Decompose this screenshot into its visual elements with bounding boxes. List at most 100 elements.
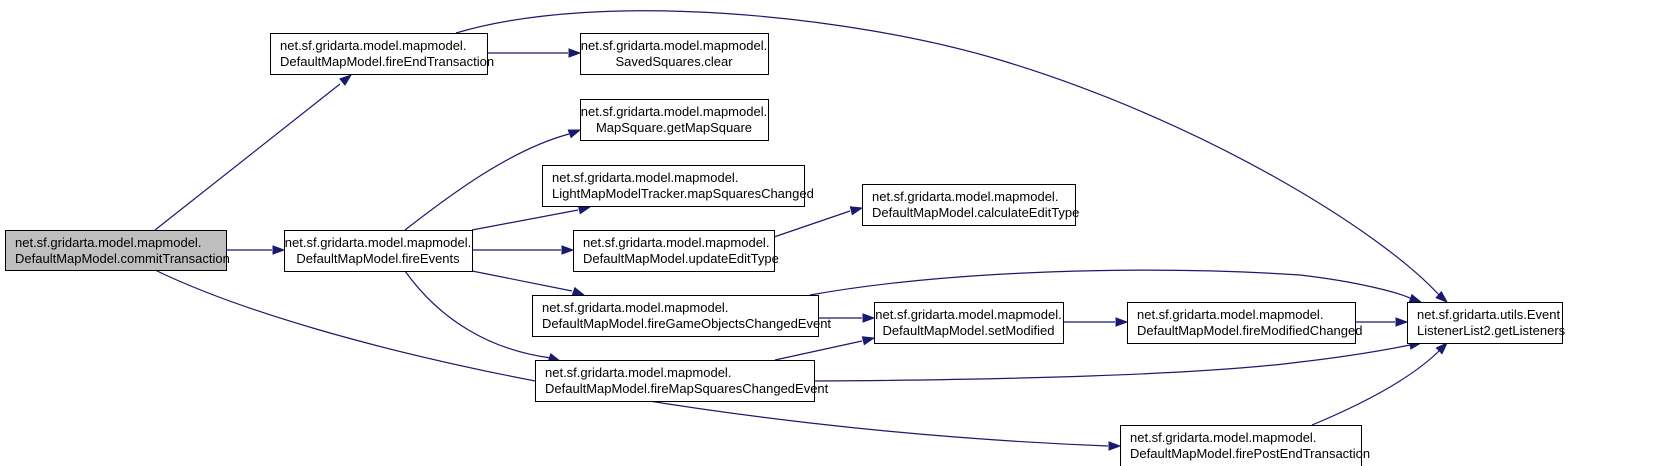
edge-line [471,270,573,292]
node-label-line2: DefaultMapModel.fireModifiedChanged [1137,323,1362,338]
node-mapSquaresChanged[interactable]: net.sf.gridarta.model.mapmodel.LightMapM… [542,165,814,207]
node-label-line2: DefaultMapModel.commitTransaction [15,251,230,266]
edge-line [813,344,1411,382]
edge-setModified-to-fireModifiedChanged [1063,317,1129,327]
node-box [580,99,769,141]
edge-commitTransaction-to-fireEndTransaction [154,74,353,231]
edge-line [404,270,552,359]
edge-fireModifiedChanged-to-getListeners [1355,317,1409,327]
edge-fireGameObjectsChangedEvent-to-getListeners [809,269,1423,303]
node-box [542,165,805,207]
node-label-line1: net.sf.gridarta.model.mapmodel. [545,365,731,380]
arrowhead-icon [849,206,864,216]
edge-fireMapSquaresChangedEvent-to-getListeners [813,340,1423,382]
edge-line [471,209,579,231]
node-getMapSquare[interactable]: net.sf.gridarta.model.mapmodel.MapSquare… [580,99,769,141]
node-box [5,230,227,271]
node-commitTransaction: net.sf.gridarta.model.mapmodel.DefaultMa… [5,230,230,271]
node-label-line1: net.sf.gridarta.model.mapmodel. [872,189,1058,204]
node-label-line1: net.sf.gridarta.model.mapmodel. [875,307,1061,322]
edge-fireEvents-to-mapSquaresChanged [471,205,592,231]
node-label-line1: net.sf.gridarta.model.mapmodel. [581,104,767,119]
arrowhead-icon [1395,317,1409,327]
node-box [874,302,1064,344]
arrowhead-icon [272,245,286,255]
arrowhead-icon [861,336,876,346]
node-fireEndTransaction[interactable]: net.sf.gridarta.model.mapmodel.DefaultMa… [270,33,495,75]
arrowhead-icon [567,129,582,139]
node-fireGameObjectsChangedEvent[interactable]: net.sf.gridarta.model.mapmodel.DefaultMa… [532,295,832,337]
node-box [532,295,819,337]
arrowhead-icon [1435,341,1449,355]
node-box [580,33,769,75]
arrowhead-icon [862,313,876,323]
node-label-line2: MapSquare.getMapSquare [596,120,752,135]
node-firePostEndTransaction[interactable]: net.sf.gridarta.model.mapmodel.DefaultMa… [1120,425,1371,466]
edge-line [1311,349,1441,426]
node-label-line2: LightMapModelTracker.mapSquaresChanged [552,186,814,201]
edge-fireEndTransaction-to-savedSquaresClear [487,48,582,58]
edge-fireEvents-to-fireGameObjectsChangedEvent [471,270,586,296]
node-box [284,230,473,272]
arrowhead-icon [561,245,575,255]
node-label-line2: DefaultMapModel.fireEndTransaction [280,54,494,69]
node-label-line1: net.sf.gridarta.model.mapmodel. [280,38,466,53]
node-savedSquaresClear[interactable]: net.sf.gridarta.model.mapmodel.SavedSqua… [580,33,769,75]
node-fireEvents[interactable]: net.sf.gridarta.model.mapmodel.DefaultMa… [284,230,473,272]
node-box [862,184,1076,226]
node-label-line2: DefaultMapModel.setModified [883,323,1055,338]
edge-fireEndTransaction-to-getListeners [455,10,1449,303]
node-label-line1: net.sf.gridarta.model.mapmodel. [581,38,767,53]
node-label-line1: net.sf.gridarta.model.mapmodel. [285,235,471,250]
node-label-line1: net.sf.gridarta.model.mapmodel. [1137,307,1323,322]
edge-fireMapSquaresChangedEvent-to-setModified [774,336,876,361]
edge-fireEvents-to-fireMapSquaresChangedEvent [404,270,562,362]
arrowhead-icon [568,48,582,58]
node-updateEditType[interactable]: net.sf.gridarta.model.mapmodel.DefaultMa… [573,230,779,272]
edge-line [774,340,863,361]
node-box [270,33,488,75]
edge-fireEvents-to-updateEditType [472,245,575,255]
node-box [573,230,775,272]
node-box [1407,302,1563,344]
edge-updateEditType-to-calculateEditType [773,206,864,238]
node-label-line1: net.sf.gridarta.model.mapmodel. [15,235,201,250]
node-box [1127,302,1356,344]
node-label-line2: DefaultMapModel.fireGameObjectsChangedEv… [542,316,831,331]
edge-line [809,269,1413,300]
edge-fireEvents-to-getMapSquare [404,129,582,231]
node-label-line1: net.sf.gridarta.utils.Event [1417,307,1560,322]
node-label-line2: DefaultMapModel.calculateEditType [872,205,1079,220]
arrowhead-icon [1115,317,1129,327]
node-label-line1: net.sf.gridarta.model.mapmodel. [583,235,769,250]
arrowhead-icon [1408,293,1423,303]
edge-fireGameObjectsChangedEvent-to-setModified [818,313,876,323]
node-label-line2: DefaultMapModel.updateEditType [583,251,779,266]
node-setModified[interactable]: net.sf.gridarta.model.mapmodel.DefaultMa… [874,302,1064,344]
node-label-line1: net.sf.gridarta.model.mapmodel. [552,170,738,185]
node-getListeners[interactable]: net.sf.gridarta.utils.EventListenerList2… [1407,302,1566,344]
node-box [535,360,815,402]
nodes-layer: net.sf.gridarta.model.mapmodel.DefaultMa… [5,33,1566,466]
edge-firePostEndTransaction-to-getListeners [1311,341,1449,426]
edge-commitTransaction-to-fireEvents [226,245,286,255]
node-label-line2: DefaultMapModel.fireMapSquaresChangedEve… [545,381,829,396]
node-box [1120,425,1362,466]
node-fireMapSquaresChangedEvent[interactable]: net.sf.gridarta.model.mapmodel.DefaultMa… [535,360,829,402]
edge-line [773,210,851,238]
node-calculateEditType[interactable]: net.sf.gridarta.model.mapmodel.DefaultMa… [862,184,1080,226]
arrowhead-icon [1435,290,1449,303]
node-label-line1: net.sf.gridarta.model.mapmodel. [1130,430,1316,445]
arrowhead-icon [339,74,353,86]
node-label-line2: DefaultMapModel.fireEvents [296,251,460,266]
node-label-line2: ListenerList2.getListeners [1417,323,1566,338]
node-label-line2: SavedSquares.clear [615,54,733,69]
arrowhead-icon [571,286,586,296]
edge-line [455,10,1441,297]
arrowhead-icon [1108,441,1122,451]
node-label-line2: DefaultMapModel.firePostEndTransaction [1130,446,1370,461]
node-fireModifiedChanged[interactable]: net.sf.gridarta.model.mapmodel.DefaultMa… [1127,302,1363,344]
edge-line [404,133,570,231]
edge-line [154,83,341,231]
